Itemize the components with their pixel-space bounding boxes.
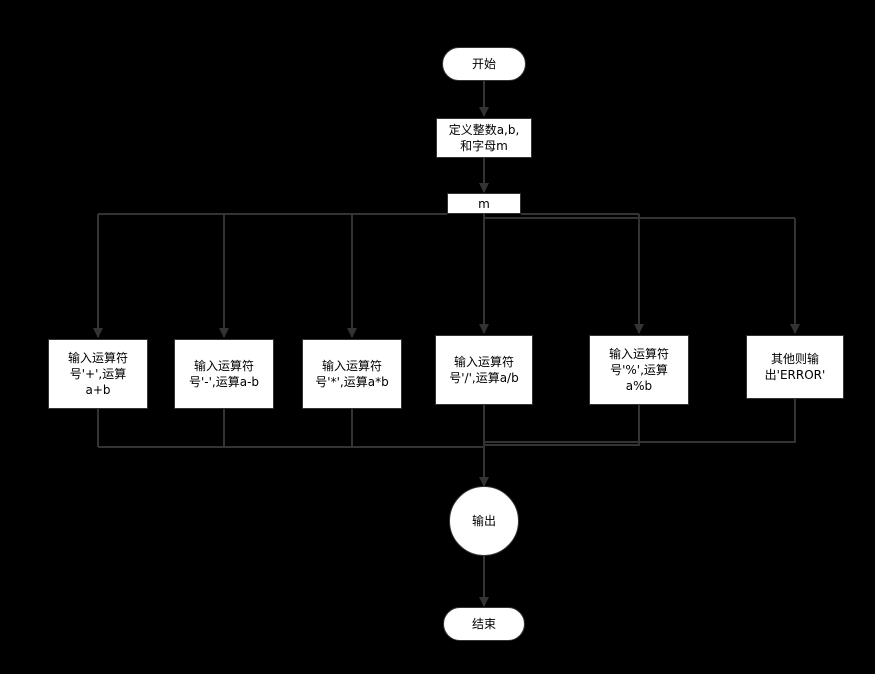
case-sub-node: 输入运算符 号'-',运算a-b: [174, 339, 274, 409]
case-mul-node: 输入运算符 号'*',运算a*b: [302, 339, 402, 409]
merge-other: [484, 399, 796, 443]
merge-mod: [484, 405, 640, 446]
output-node: 输出: [449, 486, 519, 556]
end-node: 结束: [443, 607, 525, 641]
start-node: 开始: [442, 47, 526, 81]
switch-node: m: [447, 193, 521, 214]
case-div-node: 输入运算符 号'/',运算a/b: [435, 335, 533, 405]
case-other-node: 其他则输 出'ERROR': [746, 335, 844, 399]
define-node: 定义整数a,b, 和字母m: [436, 118, 532, 158]
case-add-node: 输入运算符 号'+',运算 a+b: [48, 339, 148, 409]
case-mod-node: 输入运算符 号'%',运算 a%b: [589, 335, 689, 405]
